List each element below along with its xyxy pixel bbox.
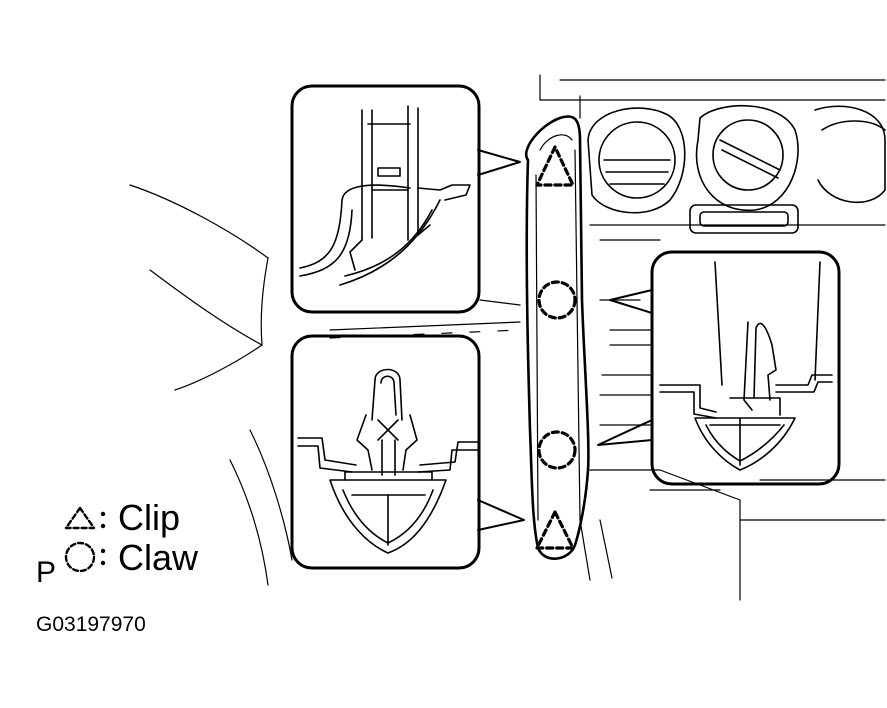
clip-marker-top xyxy=(535,145,575,187)
claw-detail-callout-right xyxy=(650,250,841,486)
legend-claw-symbol xyxy=(64,541,96,573)
center-garnish-panel xyxy=(525,115,590,560)
claw-marker-upper xyxy=(537,280,577,320)
legend-clip-symbol xyxy=(64,506,96,530)
dashboard-background-outline xyxy=(129,74,886,601)
clip-detail-callout-top xyxy=(290,84,481,314)
clip-detail-callout-bottom xyxy=(290,334,481,570)
legend-claw-label: Claw xyxy=(118,537,199,578)
claw-marker-lower xyxy=(537,430,577,470)
legend-clip-colon xyxy=(100,511,106,529)
callout-pointers xyxy=(477,149,653,531)
legend-clip-label: Clip xyxy=(118,497,181,538)
figure-id: G03197970 xyxy=(36,613,146,636)
stray-letter: P xyxy=(36,556,57,589)
legend-claw-colon xyxy=(100,548,106,566)
clip-marker-bottom xyxy=(535,510,575,550)
air-vents xyxy=(587,104,886,234)
